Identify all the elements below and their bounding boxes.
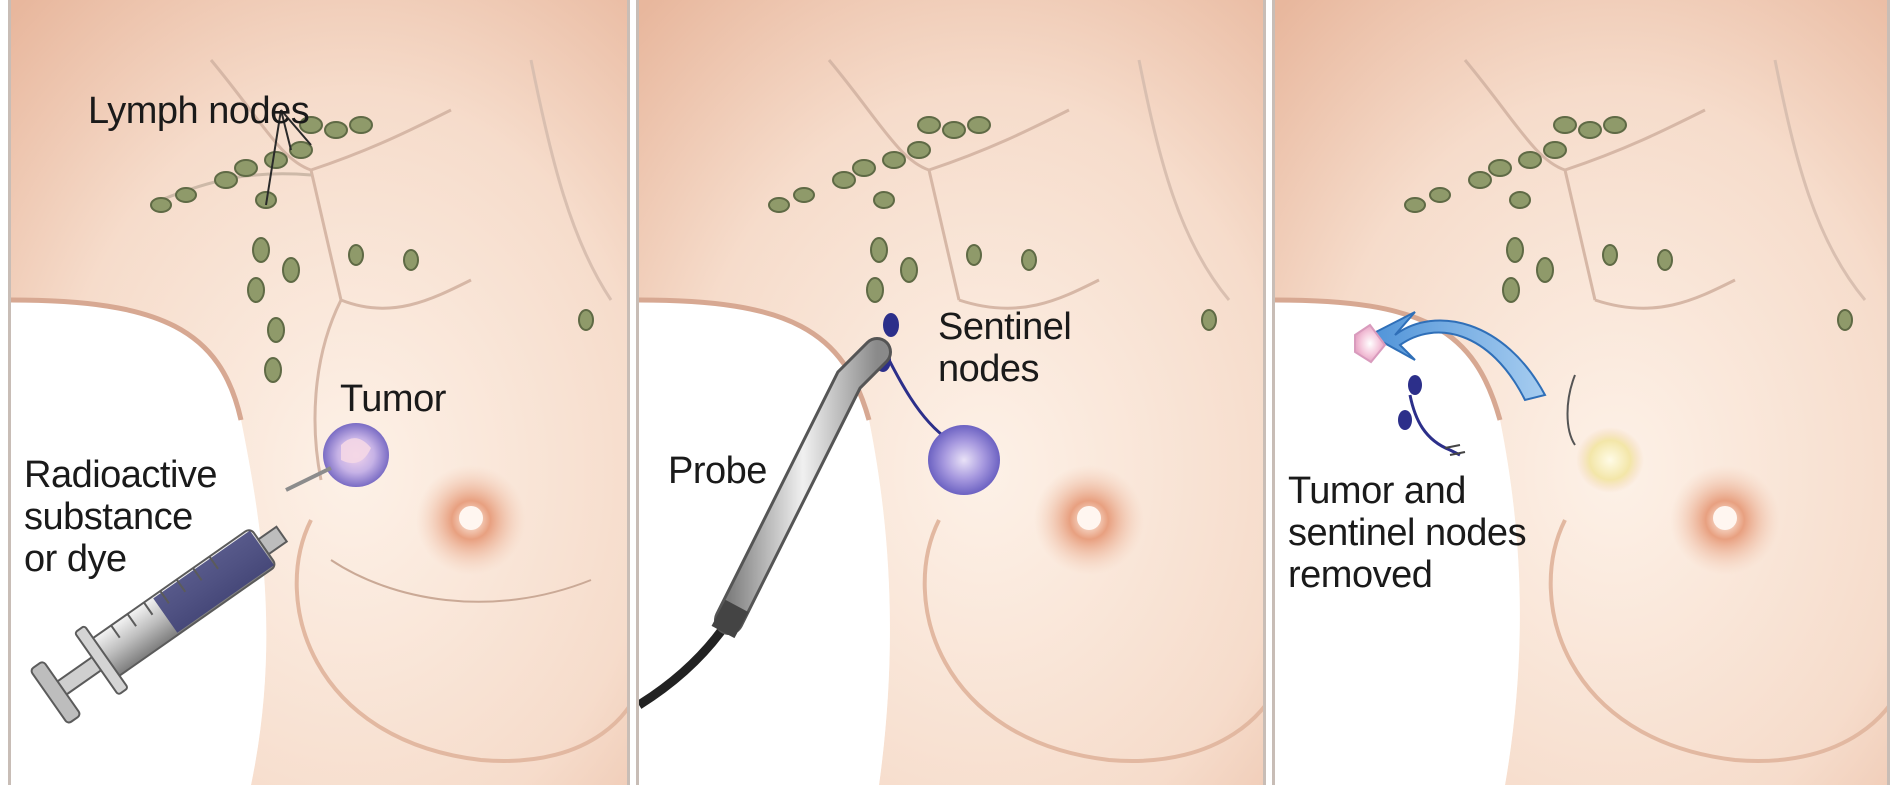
panel-probe <box>636 0 1266 785</box>
label-removed-line-2: sentinel nodes <box>1288 512 1526 554</box>
label-injection-line-1: Radioactive <box>24 454 217 496</box>
label-sentinel-line-1: Sentinel <box>938 306 1071 348</box>
panel-removal <box>1272 0 1890 785</box>
label-tumor: Tumor <box>340 378 446 420</box>
label-removed-line-1: Tumor and <box>1288 470 1526 512</box>
label-removed-line-3: removed <box>1288 554 1526 596</box>
tumor-graphic <box>928 425 1000 495</box>
label-injection-line-3: or dye <box>24 538 217 580</box>
excision-site-graphic <box>1576 427 1644 493</box>
label-injection-line-2: substance <box>24 496 217 538</box>
label-lymph-nodes: Lymph nodes <box>88 90 309 132</box>
label-sentinel-nodes: Sentinel nodes <box>938 306 1071 390</box>
label-removed: Tumor and sentinel nodes removed <box>1288 470 1526 596</box>
label-probe: Probe <box>668 450 767 492</box>
panel-probe-illustration <box>639 0 1266 785</box>
panel-removal-illustration <box>1275 0 1890 785</box>
label-sentinel-line-2: nodes <box>938 348 1071 390</box>
label-injection: Radioactive substance or dye <box>24 454 217 580</box>
